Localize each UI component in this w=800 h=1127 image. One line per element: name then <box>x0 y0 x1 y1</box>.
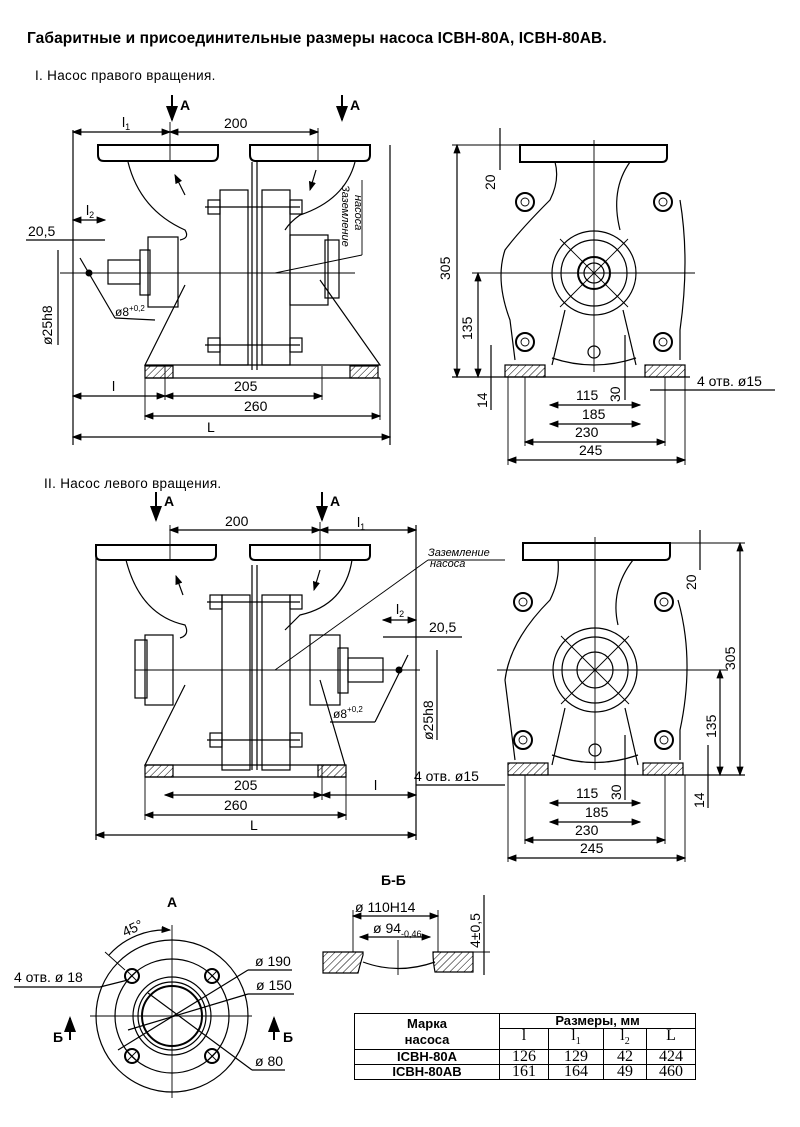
dim-flange-thickness-2: 20 <box>683 574 699 590</box>
grounding-label-1a: Заземление <box>339 185 351 247</box>
table-subheader-row: l l1 l2 L <box>355 1028 696 1051</box>
header-col: l <box>499 1028 549 1051</box>
header-col: L <box>646 1028 696 1051</box>
dim-d110: ø 110H14 <box>355 899 416 915</box>
dim-flange-thickness: 20 <box>482 174 498 190</box>
dim-width-230-2: 230 <box>575 822 599 838</box>
dim-total-length: L <box>207 419 215 435</box>
dim-d190: ø 190 <box>255 953 291 969</box>
section-right-rotation-heading: I. Насос правого вращения. <box>35 68 216 83</box>
dim-axis-height-2: 135 <box>703 714 719 738</box>
dim-l2-label-2: l2 <box>396 601 404 619</box>
view-a-title: A <box>167 894 177 910</box>
dim-l1-label: l1 <box>122 114 130 132</box>
dim-width-230: 230 <box>575 424 599 440</box>
dim-d150: ø 150 <box>256 977 292 993</box>
dim-base-hole-spacing-2: 205 <box>234 777 258 793</box>
dim-axis-height: 135 <box>459 316 475 340</box>
header-pump-model-line1: Марка <box>407 1015 447 1031</box>
dim-width-185-2: 185 <box>585 804 609 820</box>
front-view-left-rotation: 305 20 135 14 30 115 185 230 245 <box>497 530 745 862</box>
dim-pin-hole: ø8+0,2 <box>115 304 145 319</box>
pump-dimensions-table: Марка насоса Размеры, мм l l1 l2 L ICBH-… <box>354 1012 696 1081</box>
dim-foot-height-2: 30 <box>608 784 624 800</box>
dim-width-245: 245 <box>579 442 603 458</box>
cell-mark: ICBH-80A <box>354 1049 500 1066</box>
dim-shaft-offset-2: 20,5 <box>429 619 456 635</box>
dim-l-label-2: l <box>374 777 377 793</box>
dim-base-holes: 4 отв. ø15 <box>697 373 762 389</box>
header-sizes: Размеры, мм <box>499 1013 696 1029</box>
dim-d80: ø 80 <box>255 1053 283 1069</box>
dim-base-length-2: 260 <box>224 797 248 813</box>
dim-base-holes-2: 4 отв. ø15 <box>414 768 479 784</box>
side-view-left-rotation: A A 200 l1 l2 20,5 ø8+0,2 ø25h8 Заземлен… <box>94 492 505 840</box>
header-pump-model-line2: насоса <box>404 1031 450 1047</box>
cell-value: 161 <box>499 1064 549 1081</box>
dim-height-total-2: 305 <box>722 646 738 670</box>
dim-angle: 45° <box>120 916 146 939</box>
cell-value: 164 <box>548 1064 604 1081</box>
view-a-marker-1: A <box>180 97 190 113</box>
dim-base-thickness: 14 <box>474 392 490 408</box>
drawing-title: Габаритные и присоединительные размеры н… <box>27 30 607 47</box>
bolt-hole <box>124 1048 140 1064</box>
grounding-label-2a: Заземление <box>428 547 490 559</box>
header-col: l1 <box>548 1028 604 1051</box>
dim-l1-label-2: l1 <box>357 514 365 532</box>
bolt-top <box>205 199 303 215</box>
dim-height-total: 305 <box>437 256 453 280</box>
section-b-marker-right: Б <box>283 1029 293 1045</box>
cell-value: 424 <box>646 1049 696 1066</box>
dim-width-185: 185 <box>582 406 606 422</box>
dim-base-hole-spacing: 205 <box>234 378 258 394</box>
bolt-hole <box>124 968 140 984</box>
dim-width-115-2: 115 <box>576 785 599 801</box>
grounding-label-2b: насоса <box>430 558 465 570</box>
grounding-label-1b: насоса <box>352 195 364 230</box>
section-b-marker-left: Б <box>53 1029 63 1045</box>
dim-depth: 4±0,5 <box>467 913 483 948</box>
dim-d94: ø 94-0,46 <box>373 920 422 939</box>
dim-flange-holes: 4 отв. ø 18 <box>14 969 83 985</box>
dim-width-115: 115 <box>576 387 599 403</box>
view-a-marker-4: A <box>330 493 340 509</box>
section-bb: Б-Б ø 110H14 ø 94-0,46 4±0,5 <box>322 872 490 975</box>
dim-width-245-2: 245 <box>580 840 604 856</box>
side-view-right-rotation: A A l1 200 l2 20,5 ø8+0,2 ø25h8 Заземлен… <box>26 95 392 445</box>
cell-mark: ICBH-80AB <box>354 1064 500 1081</box>
view-a-marker-2: A <box>350 97 360 113</box>
dim-total-length-2: L <box>250 817 258 833</box>
table-row: ICBH-80AB 161 164 49 460 <box>354 1064 696 1081</box>
view-a-flange: A 45° 4 отв. ø 18 ø 190 ø 150 ø 80 Б Б <box>14 894 294 1098</box>
header-pump-model: Марка насоса <box>354 1012 500 1051</box>
cell-value: 49 <box>603 1064 647 1081</box>
dim-flange-spacing: 200 <box>224 115 248 131</box>
dim-l2-label: l2 <box>86 202 94 220</box>
dim-base-length: 260 <box>244 398 268 414</box>
dim-shaft-diameter: ø25h8 <box>39 305 55 345</box>
dim-l-label: l <box>112 378 115 394</box>
bolt-hole <box>204 1048 220 1064</box>
cell-value: 460 <box>646 1064 696 1081</box>
dim-pin-hole-2: ø8+0,2 <box>333 705 363 721</box>
section-bb-title: Б-Б <box>381 872 406 888</box>
header-col: l2 <box>603 1028 647 1051</box>
dim-shaft-offset: 20,5 <box>28 223 55 239</box>
dim-shaft-diameter-2: ø25h8 <box>420 700 436 740</box>
front-view-right-rotation: 305 20 135 14 30 115 185 230 245 4 отв. … <box>437 128 775 465</box>
bolt-bottom <box>205 337 303 353</box>
dim-base-thickness-2: 14 <box>691 792 707 808</box>
table-header-row: Марка насоса Размеры, мм <box>354 1012 696 1051</box>
bolt-hole <box>204 968 220 984</box>
view-a-marker-3: A <box>164 493 174 509</box>
cell-value: 126 <box>499 1049 549 1066</box>
dim-foot-height: 30 <box>607 386 623 402</box>
section-left-rotation-heading: II. Насос левого вращения. <box>44 476 222 491</box>
dim-flange-spacing-2: 200 <box>225 513 249 529</box>
